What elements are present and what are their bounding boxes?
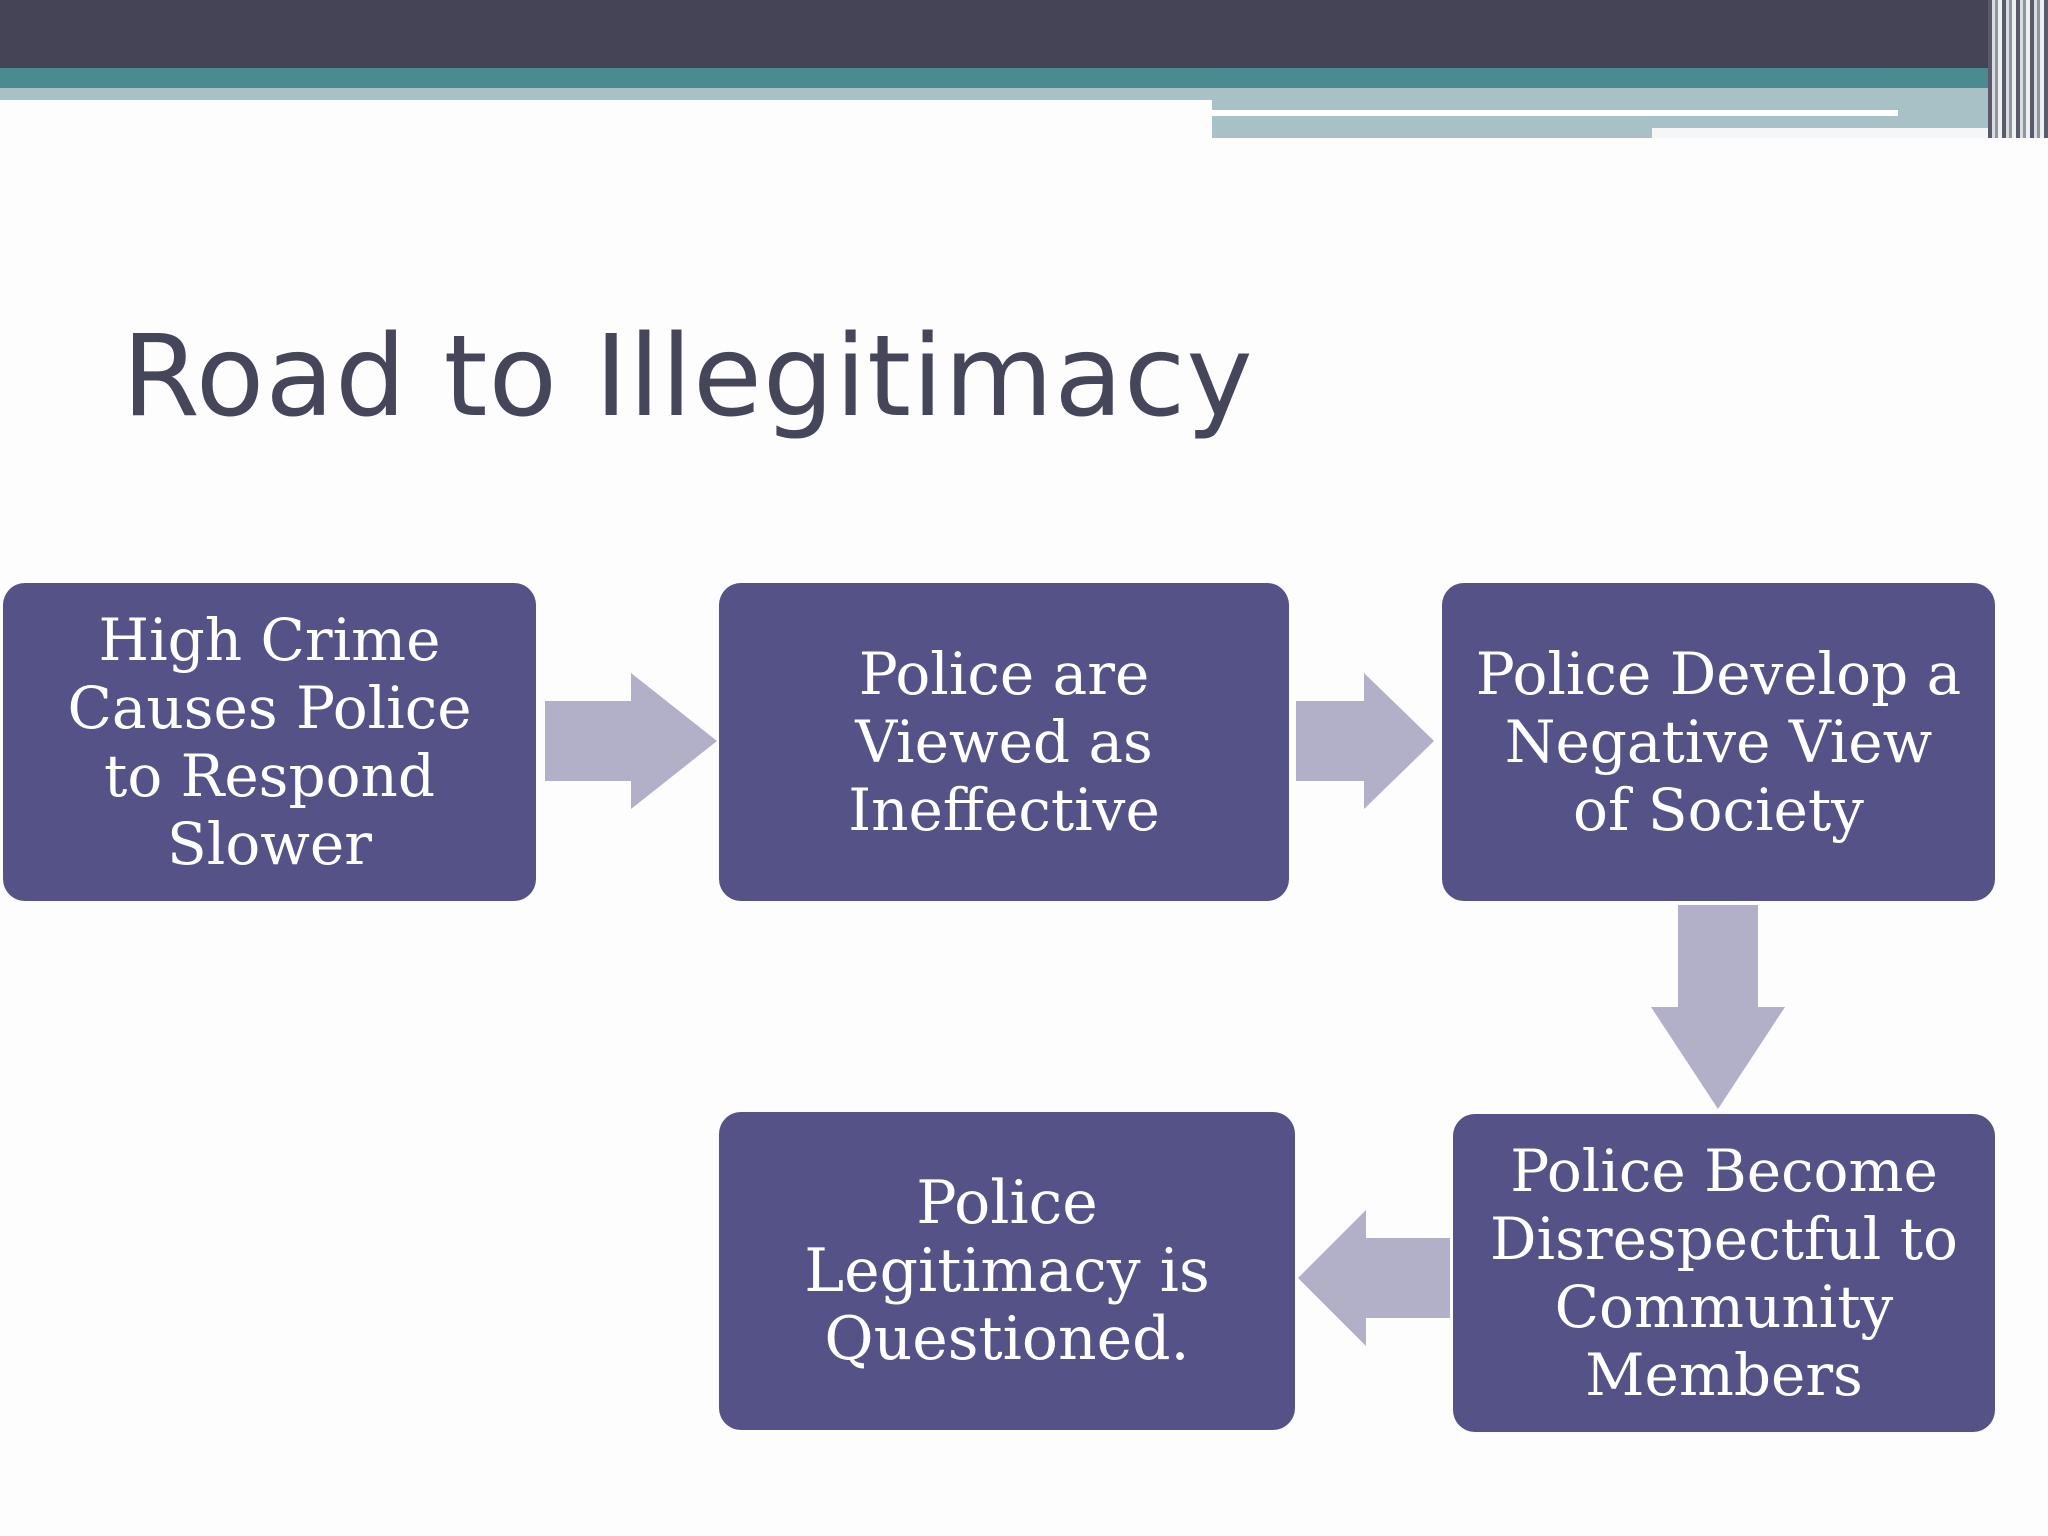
flow-node-label: High Crime Causes Police to Respond Slow… bbox=[67, 606, 472, 878]
slide-title: Road to Illegitimacy bbox=[122, 312, 1254, 442]
flow-node-label: Police Develop a Negative View of Societ… bbox=[1475, 640, 1962, 844]
arrow-down-icon bbox=[1651, 905, 1785, 1109]
arrow-right-icon bbox=[545, 673, 717, 809]
flow-node-disrespectful: Police Become Disrespectful to Community… bbox=[1453, 1114, 1995, 1432]
arrow-right-icon bbox=[1296, 673, 1434, 809]
arrow-left-icon bbox=[1298, 1210, 1450, 1346]
header-band-light bbox=[0, 88, 1212, 100]
header-band-teal bbox=[0, 68, 2048, 90]
header-band-dark bbox=[0, 0, 2048, 68]
header-band-light-lower bbox=[1212, 128, 1652, 138]
flow-node-label: Police are Viewed as Ineffective bbox=[848, 640, 1160, 844]
header-divider-line bbox=[1212, 110, 1898, 116]
flow-node-legitimacy-questioned: Police Legitimacy is Questioned. bbox=[719, 1112, 1295, 1430]
flow-node-label: Police Legitimacy is Questioned. bbox=[804, 1168, 1210, 1374]
flow-node-viewed-ineffective: Police are Viewed as Ineffective bbox=[719, 583, 1289, 901]
header-edge-stripes bbox=[1988, 0, 2048, 138]
header-band-notch bbox=[1652, 128, 2012, 138]
flow-node-high-crime: High Crime Causes Police to Respond Slow… bbox=[3, 583, 536, 901]
flow-node-negative-view: Police Develop a Negative View of Societ… bbox=[1442, 583, 1995, 901]
flow-node-label: Police Become Disrespectful to Community… bbox=[1490, 1137, 1958, 1409]
